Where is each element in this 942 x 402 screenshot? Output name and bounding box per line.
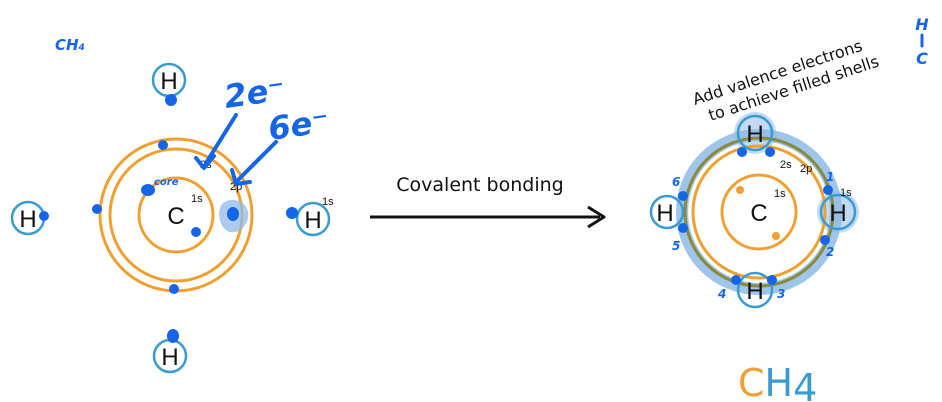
handwritten-formula: CH₄ <box>55 36 85 54</box>
hydrogen-atom-left <box>649 194 685 230</box>
arrow-head <box>587 205 606 229</box>
electron-number: 2 <box>826 245 834 259</box>
electron <box>737 147 747 157</box>
electron-number: 6 <box>672 175 680 189</box>
hydrogen-highlight-right <box>817 191 859 233</box>
hydrogen-label: H <box>160 68 177 95</box>
hydrogen-orbital-label: 1s <box>840 187 852 199</box>
electron <box>158 140 168 150</box>
orbital-label-1s: 1s <box>774 188 786 200</box>
hydrogen-label: H <box>829 200 846 227</box>
arrow-to-2p <box>236 140 278 182</box>
electron <box>165 94 177 106</box>
corner-hydrogen: H <box>915 15 929 34</box>
carbon-shell-2s <box>691 144 827 280</box>
electron <box>141 184 155 196</box>
orbital-label-2p: 2p <box>800 163 812 175</box>
electron <box>820 235 830 245</box>
hydrogen-atom-right <box>819 193 857 231</box>
electron <box>765 147 775 157</box>
core-annotation: core <box>154 177 179 188</box>
electron <box>169 284 179 294</box>
covalent-bonding-arrow: Covalent bonding <box>370 174 606 229</box>
corner-sketch: H C <box>915 15 929 68</box>
carbon-shell-1s <box>720 173 798 251</box>
hydrogen-highlight-top <box>734 112 776 154</box>
arrow-to-2s-head <box>194 154 216 170</box>
electron <box>167 329 179 343</box>
left-diagram: C 1s 2s 2p core H H H 1s H <box>10 62 334 374</box>
orbital-label-1s: 1s <box>191 193 203 205</box>
carbon-shell-2p <box>683 136 835 288</box>
electron <box>227 207 239 221</box>
carbon-label: C <box>750 200 767 227</box>
right-diagram: Add valence electrons to achieve filled … <box>649 33 881 309</box>
electron <box>731 275 741 285</box>
methane-formula: CH4 <box>738 361 817 402</box>
electron <box>678 223 688 233</box>
electron <box>286 207 298 219</box>
electron <box>39 211 49 221</box>
arrow-to-2s <box>204 113 238 165</box>
hydrogen-atom-top <box>736 114 774 152</box>
hydrogen-label: H <box>746 278 763 305</box>
carbon-shell-1s <box>137 176 215 254</box>
core-electron <box>736 186 744 194</box>
electron <box>767 275 777 285</box>
hydrogen-atom-bottom <box>736 271 774 309</box>
electron <box>191 227 201 237</box>
hydrogen-label: H <box>656 200 673 227</box>
electron-annotations: 2e⁻ 6e⁻ <box>194 70 331 186</box>
electron-number: 5 <box>672 239 680 253</box>
corner-carbon: C <box>916 49 928 68</box>
hydrogen-label: H <box>304 207 321 234</box>
electron-number: 4 <box>717 287 726 301</box>
electron <box>823 185 833 195</box>
hydrogen-label: H <box>19 206 36 233</box>
hydrogen-atom-right <box>295 201 331 237</box>
hydrogen-orbital-label: 1s <box>322 196 334 208</box>
arrow-to-2p-head <box>230 168 252 186</box>
filled-shells-note: Add valence electrons to achieve filled … <box>690 33 881 128</box>
core-electron <box>772 232 780 240</box>
hydrogen-label: H <box>161 344 178 371</box>
electron-number: 1 <box>826 170 834 184</box>
electron <box>92 204 102 214</box>
arrow-caption: Covalent bonding <box>396 174 563 196</box>
carbon-label: C <box>167 203 184 230</box>
hydrogen-label: H <box>746 121 763 148</box>
electron <box>678 191 688 201</box>
orbital-label-2s: 2s <box>780 159 792 171</box>
electron-number: 3 <box>777 287 785 301</box>
two-electrons-annotation: 2e⁻ <box>222 70 288 116</box>
